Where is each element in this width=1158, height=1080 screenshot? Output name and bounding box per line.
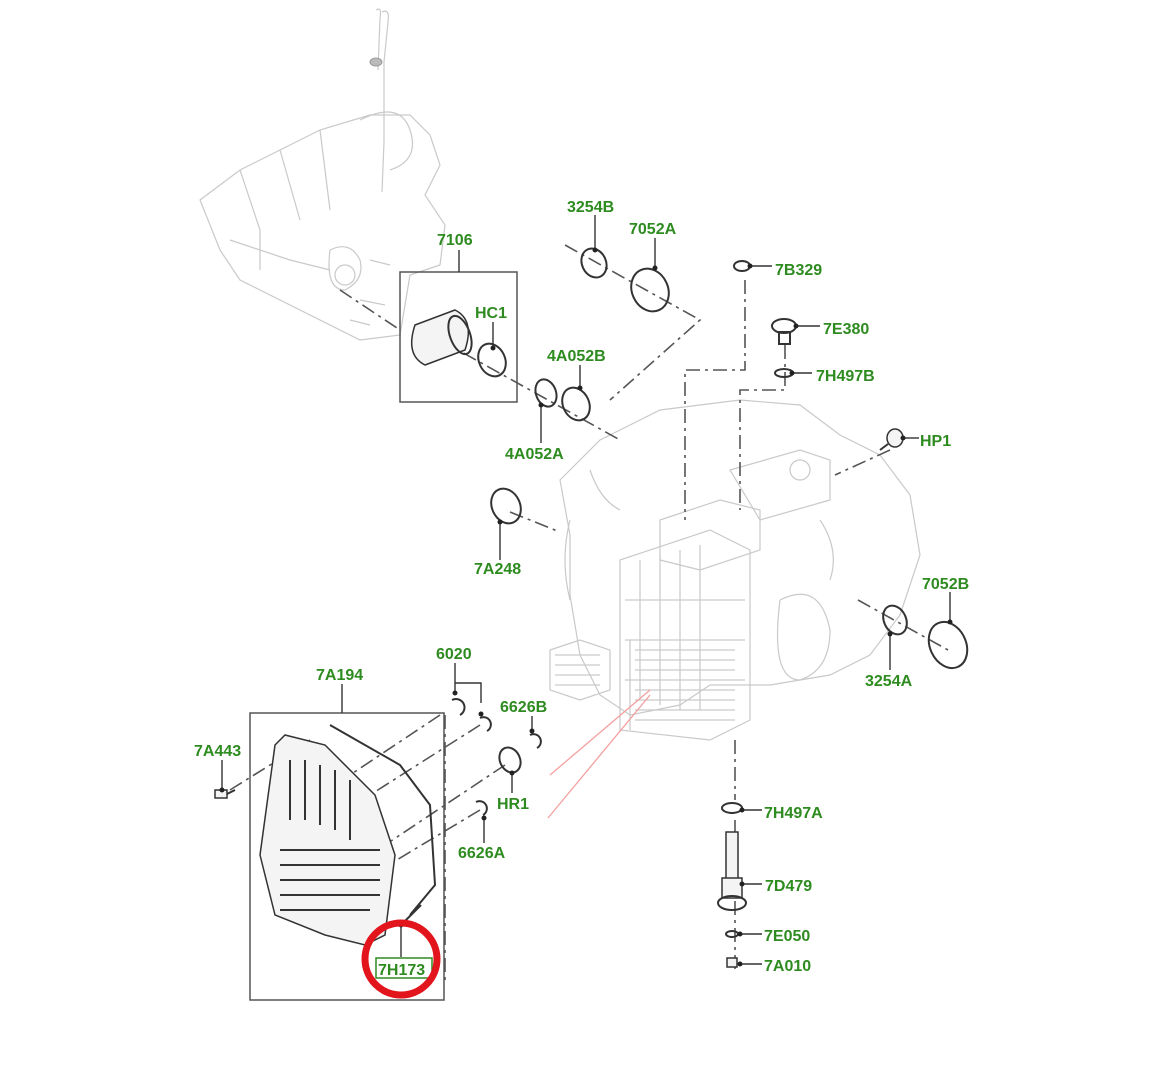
label-7E050[interactable]: 7E050 (764, 928, 810, 945)
part-7E050-oring (725, 930, 739, 938)
label-6020[interactable]: 6020 (436, 646, 472, 663)
pointer-lines (547, 689, 651, 819)
label-4A052B[interactable]: 4A052B (547, 348, 606, 365)
part-labels: 7106 HC1 3254B 7052A 7B329 7E380 7H497B … (194, 199, 969, 975)
part-7106-cylinder (410, 309, 473, 366)
part-7A010-bolt (726, 957, 738, 968)
part-6020-clip-b (479, 716, 492, 732)
label-7H173[interactable]: 7H173 (378, 962, 425, 979)
label-HR1[interactable]: HR1 (497, 796, 529, 813)
label-3254B[interactable]: 3254B (567, 199, 614, 216)
label-7H497B[interactable]: 7H497B (816, 368, 875, 385)
part-3254A-seal (882, 604, 908, 636)
part-4A052B-ring (561, 386, 591, 422)
part-7H497A-oring (721, 802, 743, 814)
label-HP1[interactable]: HP1 (920, 433, 951, 450)
part-4A052A-seal (534, 378, 558, 408)
part-HC1-ring (477, 342, 507, 378)
part-7A443-bolt (214, 789, 236, 799)
label-4A052A[interactable]: 4A052A (505, 446, 564, 463)
label-7E380[interactable]: 7E380 (823, 321, 869, 338)
label-7A194[interactable]: 7A194 (316, 667, 363, 684)
part-6626B-clip (529, 733, 542, 749)
label-7H497A[interactable]: 7H497A (764, 805, 823, 822)
label-7A443[interactable]: 7A443 (194, 743, 241, 760)
part-3254B-seal (580, 247, 608, 279)
part-7052A-seal (630, 267, 670, 313)
label-6626B[interactable]: 6626B (500, 699, 547, 716)
label-6626A[interactable]: 6626A (458, 845, 506, 862)
part-HP1-plug (879, 428, 904, 451)
part-7D479-standpipe (717, 831, 747, 911)
leader-lines (219, 215, 953, 967)
part-7052B-seal (927, 620, 969, 670)
label-7052A[interactable]: 7052A (629, 221, 677, 238)
label-HC1[interactable]: HC1 (475, 305, 507, 322)
label-7106[interactable]: 7106 (437, 232, 473, 249)
part-7A248-seal (490, 487, 522, 525)
part-6626A-clip (475, 800, 488, 816)
assembly-lines (229, 244, 949, 985)
label-7A010[interactable]: 7A010 (764, 958, 811, 975)
part-7A194-oil-pan (259, 724, 437, 946)
label-7052B[interactable]: 7052B (922, 576, 969, 593)
label-7B329[interactable]: 7B329 (775, 262, 822, 279)
part-HR1-ring (498, 746, 522, 774)
box-7A194 (249, 712, 445, 1001)
label-3254A[interactable]: 3254A (865, 673, 913, 690)
part-6020-clip-a (451, 698, 466, 716)
label-7D479[interactable]: 7D479 (765, 878, 812, 895)
transfer-case-ghost (199, 8, 446, 341)
red-highlight-circle (361, 919, 441, 999)
part-7E380-plug (771, 318, 797, 345)
highlight-label-box (375, 957, 433, 979)
transmission-ghost (549, 399, 921, 741)
highlighted-part-7H173[interactable]: 7H173 (361, 919, 441, 999)
label-7A248[interactable]: 7A248 (474, 561, 521, 578)
